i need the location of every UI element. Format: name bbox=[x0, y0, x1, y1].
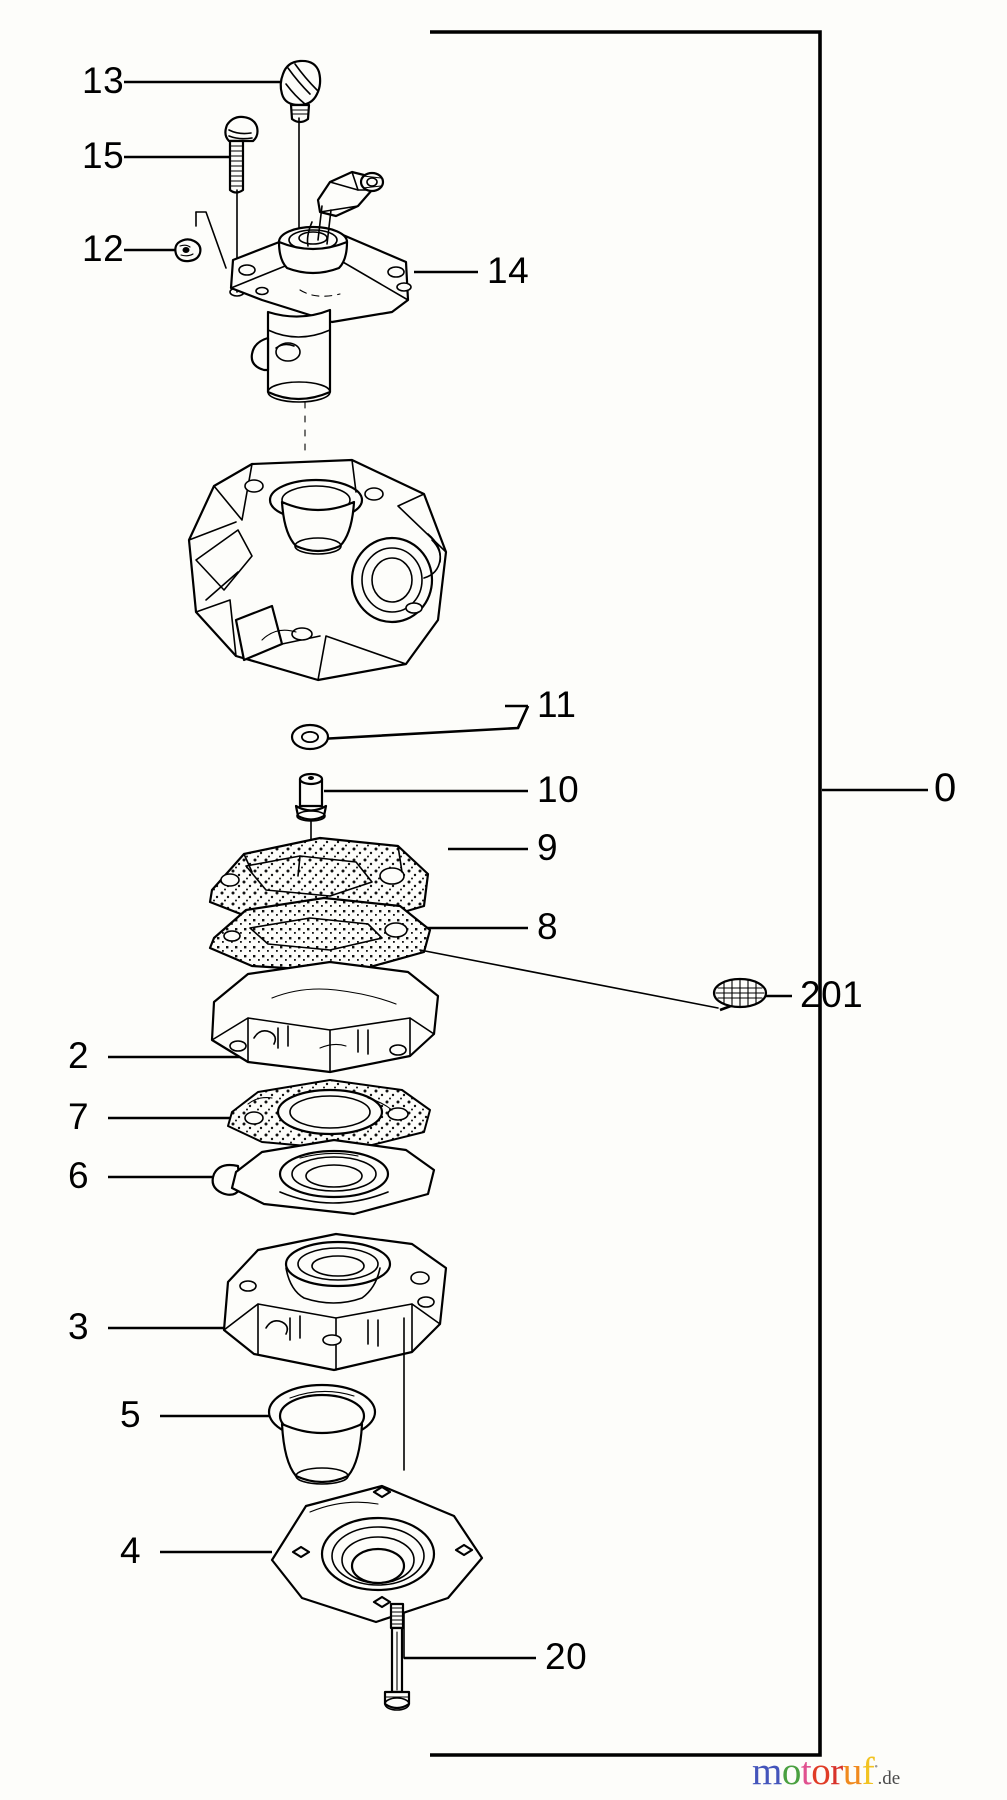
part-2-metering-body bbox=[108, 960, 440, 1074]
callout-4: 4 bbox=[120, 1530, 142, 1571]
watermark-suffix: .de bbox=[877, 1768, 901, 1789]
part-6-diaphragm bbox=[108, 1138, 436, 1216]
watermark-letter-f: f bbox=[861, 1750, 875, 1793]
callout-201: 201 bbox=[800, 974, 864, 1015]
watermark-letter-o1: o bbox=[781, 1750, 802, 1793]
watermark-letter-o2: o bbox=[811, 1750, 831, 1793]
callout-14: 14 bbox=[487, 250, 530, 291]
callout-12: 12 bbox=[82, 228, 125, 269]
watermark-letter-m: m bbox=[752, 1750, 782, 1793]
group-bracket-0 bbox=[430, 30, 928, 1757]
part-3-carburetor-base bbox=[108, 1232, 448, 1659]
watermark-dot-icon: • bbox=[874, 1761, 878, 1773]
carburetor-main-body-casting bbox=[187, 458, 448, 682]
part-14-carburetor-top-body bbox=[229, 170, 478, 453]
part-10-check-valve bbox=[294, 772, 528, 857]
callout-20: 20 bbox=[545, 1636, 588, 1677]
callout-6: 6 bbox=[68, 1155, 90, 1196]
part-4-insulator-plate bbox=[160, 1484, 484, 1624]
part-7-metering-gasket bbox=[108, 1079, 431, 1151]
part-8-gasket bbox=[208, 896, 528, 974]
callout-13: 13 bbox=[82, 60, 125, 101]
callout-2: 2 bbox=[68, 1035, 90, 1076]
watermark-letter-t: t bbox=[800, 1750, 812, 1793]
part-20-mounting-bolt bbox=[383, 1602, 536, 1711]
callout-11: 11 bbox=[537, 684, 577, 725]
callout-9: 9 bbox=[537, 827, 559, 868]
part-13-choke-knob bbox=[124, 59, 322, 245]
callout-3: 3 bbox=[68, 1306, 90, 1347]
part-11-o-ring bbox=[290, 704, 530, 751]
callout-7: 7 bbox=[68, 1096, 90, 1137]
part-5-fuel-cup bbox=[160, 1383, 377, 1485]
watermark-letter-u: u bbox=[842, 1750, 863, 1793]
callout-0-group: 0 bbox=[934, 766, 957, 810]
part-12-washer bbox=[124, 238, 202, 263]
motoruf-watermark: motoruf•.de bbox=[752, 1752, 900, 1791]
part-15-screw bbox=[124, 115, 259, 297]
callout-8: 8 bbox=[537, 906, 559, 947]
callout-5: 5 bbox=[120, 1394, 142, 1435]
callout-15: 15 bbox=[82, 135, 125, 176]
part-201-fuel-screen bbox=[419, 949, 792, 1012]
watermark-letter-r: r bbox=[830, 1750, 843, 1793]
callout-10: 10 bbox=[537, 769, 580, 810]
